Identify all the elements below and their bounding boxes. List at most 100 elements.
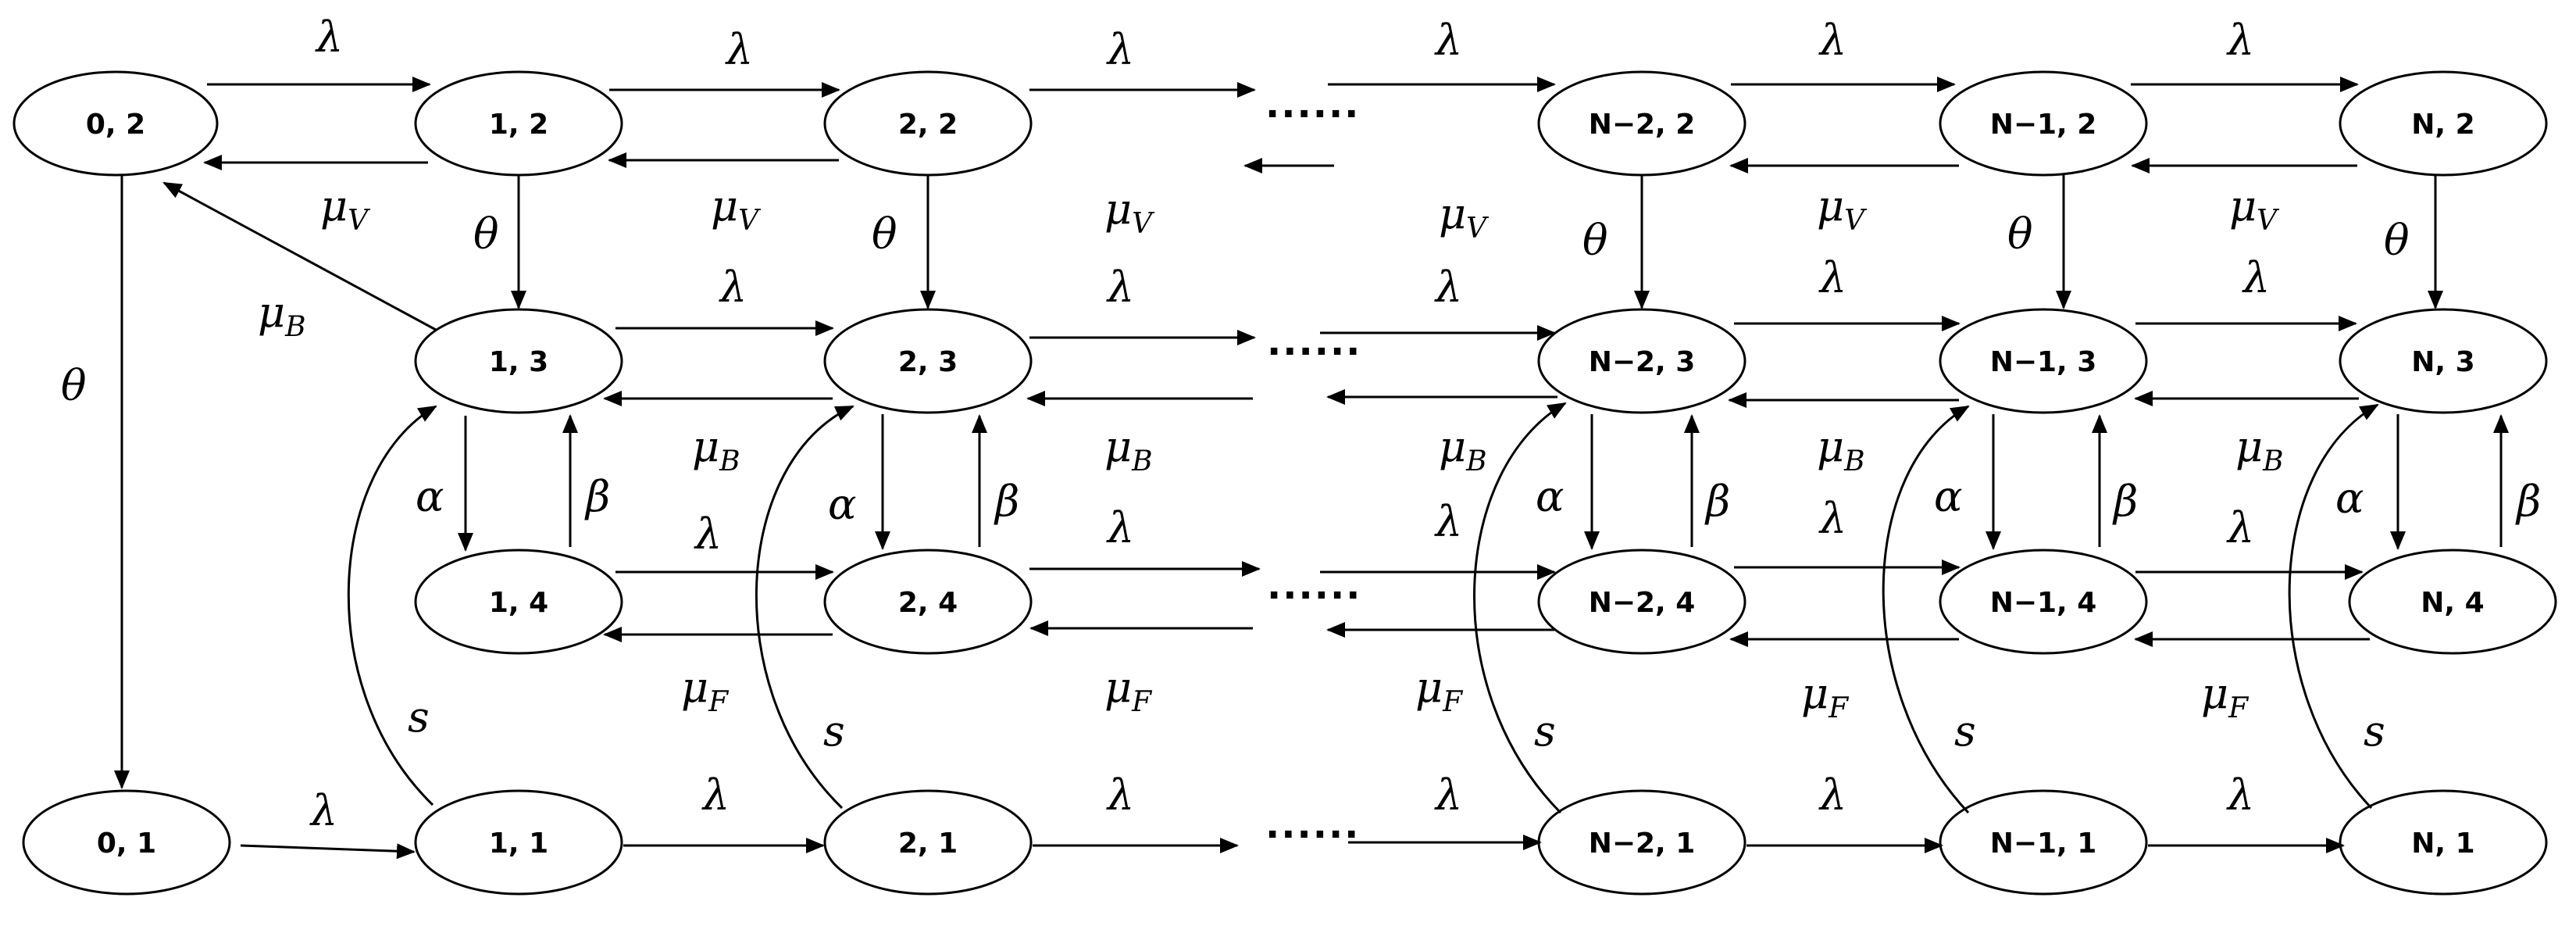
state-label: N−1, 4 (1990, 587, 2097, 619)
edge-s-curve (755, 405, 855, 810)
state-label: 0, 1 (97, 828, 156, 860)
edge-s-curve (1882, 405, 1970, 814)
state-n-minus-2-3: N−2, 3 (1537, 308, 1746, 414)
label-theta: θ (61, 361, 87, 410)
label-beta: β (994, 477, 1019, 526)
label-lambda: λ (701, 770, 730, 820)
edge-s-curve (2288, 403, 2379, 810)
label-s: s (1534, 706, 1556, 756)
label-theta: θ (473, 209, 499, 259)
state-2-2: 2, 2 (823, 70, 1033, 177)
state-label: N−1, 1 (1990, 828, 2097, 860)
label-mu-v: μV (711, 181, 762, 237)
state-label: N−1, 3 (1990, 346, 2097, 378)
label-lambda: λ (1106, 770, 1134, 820)
label-s: s (2364, 706, 2385, 756)
label-lambda: λ (2242, 253, 2270, 302)
label-lambda: λ (719, 263, 747, 312)
label-mu-v: μV (1439, 189, 1490, 245)
label-mu-b: μB (2235, 422, 2284, 477)
label-lambda: λ (2226, 770, 2254, 820)
label-s: s (1954, 706, 1976, 756)
state-1-2: 1, 2 (414, 70, 623, 177)
state-label: N, 2 (2411, 109, 2474, 141)
label-mu-f: μF (1415, 663, 1464, 718)
label-lambda: λ (1434, 770, 1462, 820)
state-n-3: N, 3 (2339, 308, 2548, 414)
label-lambda: λ (694, 509, 722, 559)
label-lambda: λ (1818, 770, 1846, 820)
ellipsis-row2: ······ (1265, 92, 1360, 136)
state-label: 1, 2 (489, 109, 548, 141)
state-label: 0, 2 (86, 109, 145, 141)
label-lambda: λ (1818, 16, 1846, 65)
label-lambda: λ (1106, 25, 1134, 74)
label-lambda: λ (309, 786, 337, 835)
edge-s-curve (347, 405, 437, 806)
label-alpha: α (416, 472, 444, 521)
label-lambda: λ (1818, 253, 1846, 302)
state-1-3: 1, 3 (414, 308, 623, 414)
ellipsis-row1: ······ (1265, 813, 1360, 856)
state-n-minus-1-2: N−1, 2 (1939, 70, 2148, 177)
state-n-minus-2-2: N−2, 2 (1537, 70, 1746, 177)
label-mu-f: μF (681, 663, 730, 718)
label-theta: θ (2007, 209, 2033, 259)
label-mu-v: μV (1817, 181, 1868, 237)
ellipsis-row4: ······ (1267, 574, 1361, 617)
label-lambda: λ (2226, 503, 2254, 552)
edges (114, 77, 2509, 860)
label-mu-b: μB (1817, 422, 1865, 477)
state-label: 1, 3 (489, 346, 548, 378)
state-0-2: 0, 2 (12, 70, 219, 177)
label-mu-b: μB (258, 288, 306, 343)
label-mu-v: μV (2229, 181, 2280, 237)
state-label: 1, 1 (489, 828, 548, 860)
label-lambda: λ (1106, 263, 1134, 312)
label-mu-f: μF (1801, 669, 1850, 724)
label-s: s (408, 692, 430, 742)
label-mu-v: μV (1104, 184, 1155, 240)
label-mu-b: μB (692, 422, 740, 477)
state-label: N, 1 (2411, 828, 2474, 860)
state-label: N−2, 1 (1589, 828, 1696, 860)
label-mu-b: μB (1439, 422, 1487, 477)
label-s: s (823, 706, 845, 756)
label-mu-f: μF (1104, 663, 1153, 718)
state-label: N−2, 3 (1589, 346, 1696, 378)
label-lambda: λ (1106, 503, 1134, 552)
state-label: 2, 2 (898, 109, 958, 141)
label-lambda: λ (725, 25, 753, 74)
state-1-1: 1, 1 (414, 789, 623, 896)
label-alpha: α (1536, 472, 1564, 521)
state-label: 2, 3 (898, 346, 958, 378)
label-mu-v: μV (320, 181, 371, 237)
label-theta: θ (1582, 216, 1608, 265)
state-1-4: 1, 4 (414, 549, 623, 655)
ellipsis-row3: ······ (1267, 330, 1361, 374)
state-label: 2, 4 (898, 587, 958, 619)
state-label: N, 4 (2421, 587, 2484, 619)
edge-s-curve (1473, 402, 1567, 814)
label-mu-b: μB (1104, 422, 1153, 477)
label-alpha: α (2335, 474, 2364, 523)
label-lambda: λ (2226, 16, 2254, 65)
state-label: N−2, 4 (1589, 587, 1696, 619)
state-label: 2, 1 (898, 828, 958, 860)
label-theta: θ (872, 209, 897, 259)
state-label: N, 3 (2411, 346, 2474, 378)
state-n-minus-1-3: N−1, 3 (1939, 308, 2148, 414)
label-beta: β (1704, 477, 1730, 526)
label-lambda: λ (315, 13, 343, 62)
edge-row1-forward (240, 843, 416, 860)
state-n-minus-2-1: N−2, 1 (1537, 789, 1746, 896)
label-lambda: λ (1434, 16, 1462, 65)
state-2-3: 2, 3 (823, 308, 1033, 414)
state-2-4: 2, 4 (823, 549, 1033, 655)
label-theta: θ (2384, 216, 2410, 265)
rate-labels: λ λ λ λ λ λ λ λ λ λ λ λ λ λ λ λ λ λ λ λ … (61, 13, 2541, 835)
state-n-4: N, 4 (2348, 549, 2557, 655)
state-label: N−2, 2 (1589, 109, 1696, 141)
label-beta: β (2515, 477, 2541, 526)
